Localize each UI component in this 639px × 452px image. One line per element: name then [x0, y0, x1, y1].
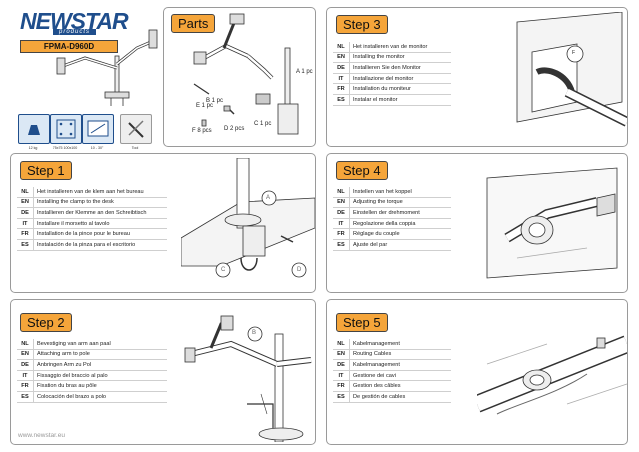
- model-badge: FPMA-D960D: [20, 40, 118, 53]
- footer-url[interactable]: www.newstar.eu: [18, 432, 65, 439]
- parts-title: Parts: [171, 14, 216, 33]
- spec-vesa: [50, 114, 82, 144]
- vesa-icon: [56, 119, 76, 139]
- brand-subtitle: products: [53, 29, 97, 35]
- spec-weight-caption: 12 kg: [28, 146, 38, 150]
- step3-callout-f: F: [572, 50, 576, 56]
- step2-illustration: [184, 315, 312, 442]
- step2-callout-b: B: [252, 330, 257, 336]
- step1-illustration: [181, 158, 315, 278]
- spec-screen-size: [82, 114, 114, 144]
- spec-weight: [18, 114, 50, 144]
- step1-callout-a: A: [266, 195, 271, 201]
- parts-panel: Parts B 1 pc A 1 pc E 1 pc C 1 pc D 2 pc…: [163, 7, 316, 147]
- spec-tool: [120, 114, 152, 144]
- step1-title: Step 1: [20, 161, 72, 180]
- step1-callout-c: C: [221, 267, 226, 273]
- part-a-label: A 1 pc: [296, 69, 313, 75]
- part-e-label: E 1 pc: [196, 103, 214, 109]
- spec-tool-caption: Tool: [131, 146, 139, 150]
- spec-vesa-caption: 75x75 100x100: [52, 146, 78, 150]
- part-c-label: C 1 pc: [254, 121, 272, 127]
- part-f-label: F 8 pcs: [192, 128, 212, 134]
- step4-title: Step 4: [336, 161, 388, 180]
- step5-title: Step 5: [336, 313, 388, 332]
- step1-callout-d: D: [297, 267, 302, 273]
- weight-icon: [28, 125, 40, 135]
- part-b-label: B 1 pc: [206, 98, 224, 104]
- step5-illustration: [477, 335, 627, 415]
- tool-icon: [128, 120, 144, 138]
- screen-size-icon: [87, 120, 109, 137]
- spec-screen-size-caption: 10 - 30": [90, 146, 104, 150]
- product-illustration: [56, 29, 158, 106]
- step3-illustration: [516, 12, 627, 127]
- part-d-label: D 2 pcs: [224, 126, 245, 132]
- step2-title: Step 2: [20, 313, 72, 332]
- step3-title: Step 3: [336, 15, 388, 34]
- parts-illustration: [193, 13, 299, 135]
- step4-illustration: [486, 167, 618, 279]
